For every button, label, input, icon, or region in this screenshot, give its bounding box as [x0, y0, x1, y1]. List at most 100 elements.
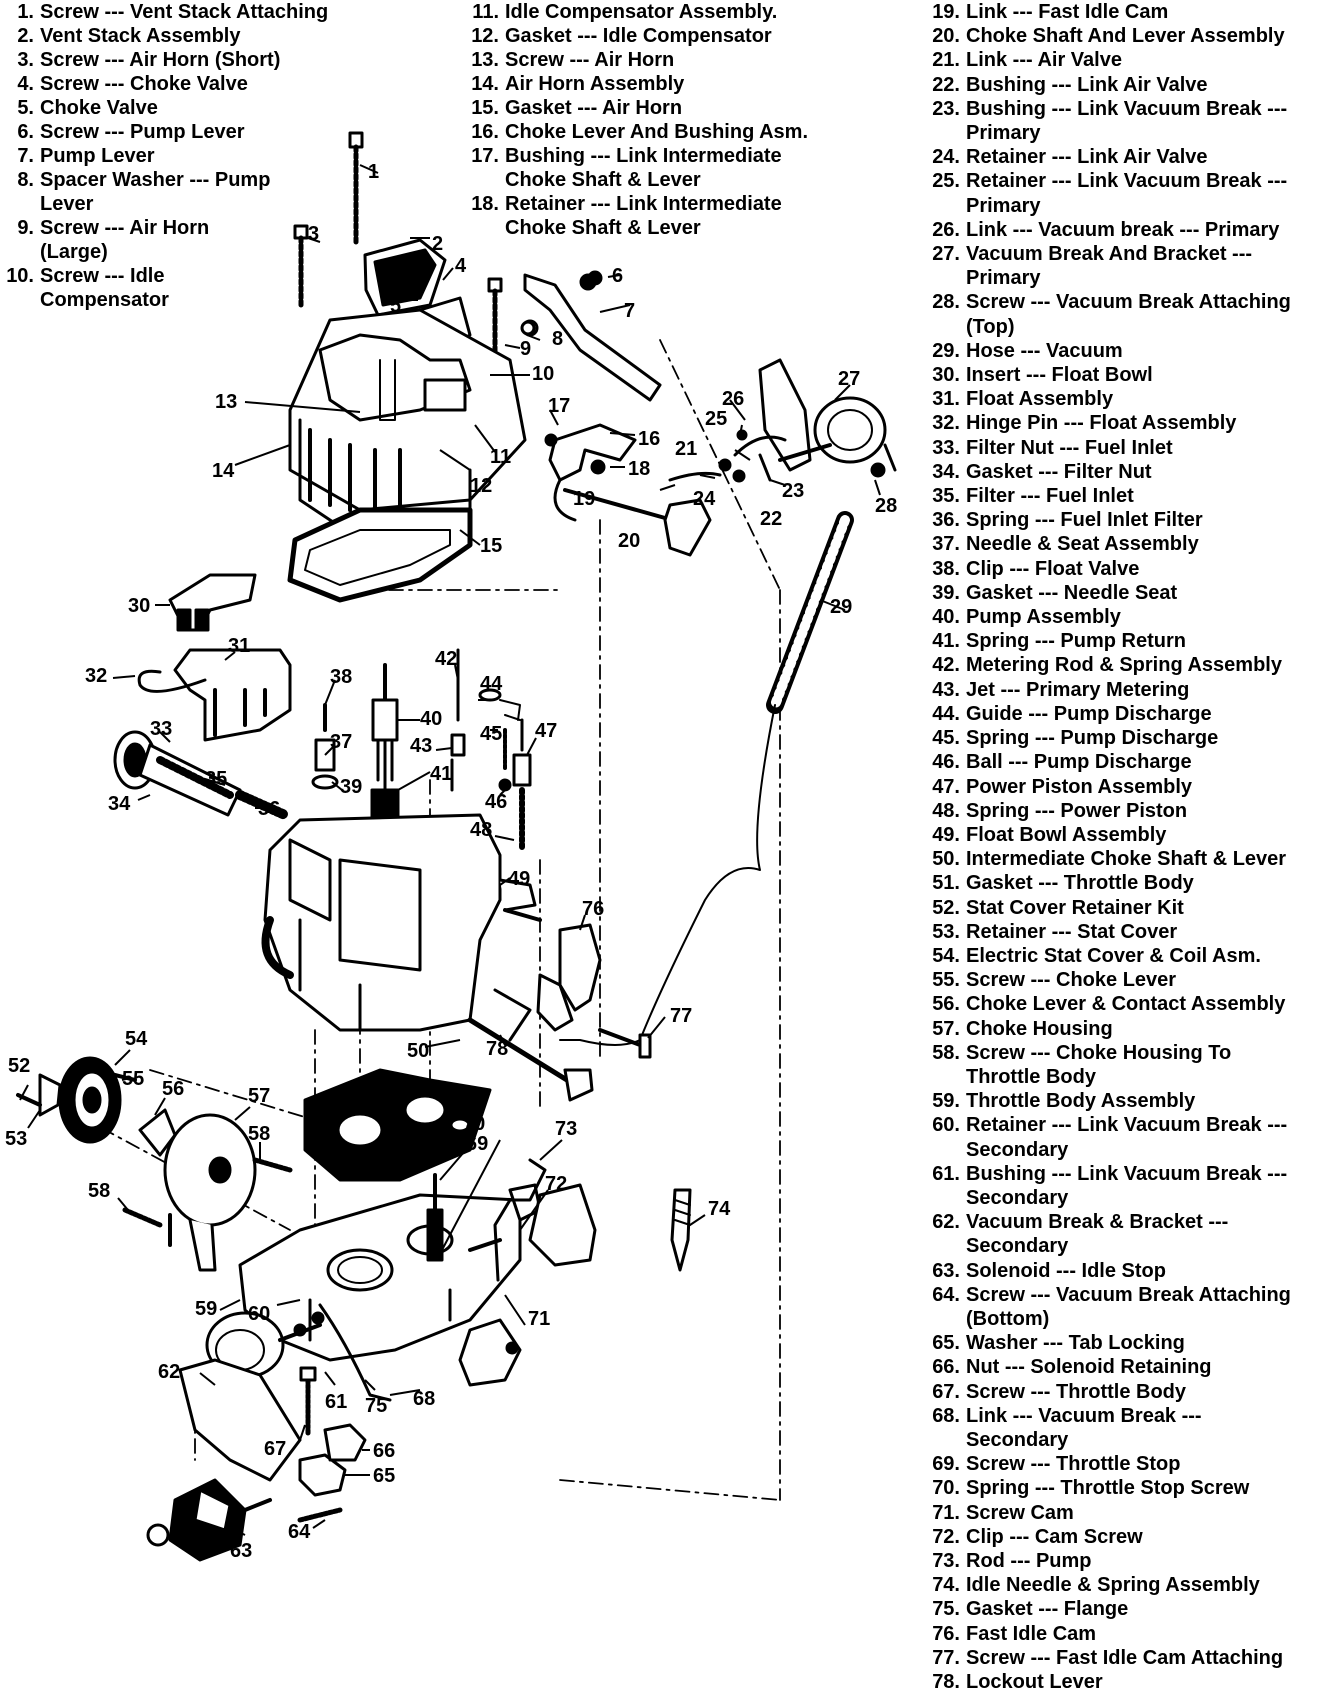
legend-item-number: 23.: [932, 97, 960, 120]
callout-25: 25: [705, 408, 727, 430]
legend-item-number: 76.: [932, 1622, 960, 1645]
legend-item-continuation: (Top): [920, 315, 1291, 339]
legend-item: 15.Gasket --- Air Horn: [455, 96, 808, 120]
throttle-lever: [458, 1318, 522, 1387]
legend-item: 3.Screw --- Air Horn (Short): [0, 48, 328, 72]
legend-item: 34.Gasket --- Filter Nut: [920, 460, 1291, 484]
callout-33: 33: [150, 718, 172, 740]
callout-4: 4: [455, 255, 467, 277]
throttle-stop-screw: [426, 1173, 444, 1262]
callout-24: 24: [693, 488, 716, 510]
power-piston: [512, 718, 532, 853]
legend-item-text: Link --- Air Valve: [966, 49, 1122, 72]
electric-stat-cover: [16, 1056, 122, 1144]
callout-61: 61: [325, 1391, 347, 1413]
legend-item: 46.Ball --- Pump Discharge: [920, 750, 1291, 774]
legend-item-number: 42.: [932, 654, 960, 677]
legend-item-number: 18.: [471, 193, 499, 215]
legend-item-continuation: Lever: [0, 192, 328, 216]
legend-item-number: 9.: [17, 217, 34, 239]
legend-item-text: Screw --- Air Horn: [505, 49, 675, 71]
legend-item-text: Gasket --- Idle Compensator: [505, 25, 772, 47]
legend-item-text: Rod --- Pump: [966, 1550, 1092, 1572]
callout-60: 60: [248, 1303, 270, 1325]
legend-item-text: Screw --- Choke Valve: [40, 73, 248, 95]
legend-item: 53.Retainer --- Stat Cover: [920, 920, 1291, 944]
legend-item-text: Power Piston Assembly: [966, 775, 1192, 798]
callout-29: 29: [830, 596, 852, 618]
legend-item: 7.Pump Lever: [0, 144, 328, 168]
legend-item: 9. Screw --- Air Horn: [0, 216, 328, 240]
legend-item: 48.Spring --- Power Piston: [920, 799, 1291, 823]
callout-27: 27: [838, 368, 860, 390]
callout-55: 55: [122, 1068, 144, 1090]
callout-42: 42: [435, 648, 457, 670]
legend-item-continuation: Primary: [920, 266, 1291, 290]
legend-item: 2.Vent Stack Assembly: [0, 24, 328, 48]
choke-lever-bushing: [548, 423, 637, 482]
legend-item-number: 11.: [472, 1, 499, 23]
legend-item: 59.Throttle Body Assembly: [920, 1089, 1291, 1113]
pump-rod: [493, 1158, 547, 1282]
legend-item-text: (Large): [40, 241, 108, 263]
legend-item: 32.Hinge Pin --- Float Assembly: [920, 411, 1291, 435]
legend-item-continuation: Compensator: [0, 288, 328, 312]
air-valve-link: [668, 471, 722, 482]
legend-item-text: Retainer --- Link Vacuum Break ---: [966, 1114, 1288, 1137]
legend-item: 71.Screw Cam: [920, 1501, 1291, 1525]
legend-item: 56.Choke Lever & Contact Assembly: [920, 992, 1291, 1016]
legend-item-text: Spring --- Throttle Stop Screw: [966, 1477, 1250, 1500]
legend-item: 76. Fast Idle Cam: [920, 1622, 1291, 1646]
callout-9: 9: [520, 338, 531, 360]
legend-item-text: Gasket --- Flange: [966, 1598, 1129, 1621]
callout-26: 26: [722, 388, 744, 410]
legend-item: 77.Screw --- Fast Idle Cam Attaching: [920, 1646, 1291, 1670]
pump-lever: [523, 273, 662, 402]
legend-item-text: Choke Shaft & Lever: [505, 217, 701, 239]
legend-item: 72.Clip --- Cam Screw: [920, 1525, 1291, 1549]
legend-item-text: Screw Cam: [966, 1501, 1074, 1524]
legend-item-text: Fast Idle Cam: [966, 1622, 1097, 1645]
legend-item-continuation: Secondary: [920, 1186, 1291, 1210]
legend-item: 18.Retainer --- Link Intermediate: [455, 192, 808, 216]
callout-7: 7: [624, 300, 635, 322]
legend-item-text: Screw --- Air Horn: [40, 217, 210, 239]
legend-item-number: 66.: [932, 1356, 960, 1379]
legend-item: 21.Link --- Air Valve: [920, 48, 1291, 72]
legend-item-number: 47.: [932, 775, 960, 798]
legend-item-text: Ball --- Pump Discharge: [966, 751, 1192, 774]
legend-item: 42.Metering Rod & Spring Assembly: [920, 653, 1291, 677]
callout-31: 31: [228, 635, 250, 657]
callout-10: 10: [532, 363, 554, 385]
legend-item-continuation: Secondary: [920, 1234, 1291, 1258]
legend-item-text: Choke Valve: [40, 97, 158, 119]
legend-item-text: Retainer --- Link Vacuum Break ---: [966, 170, 1288, 193]
callout-74: 74: [708, 1198, 731, 1220]
legend-item-number: 73.: [932, 1550, 960, 1572]
legend-item-text: Spring --- Pump Discharge: [966, 727, 1219, 750]
callout-63: 63: [230, 1540, 252, 1562]
legend-item-text: Spring --- Fuel Inlet Filter: [966, 509, 1203, 532]
callout-44: 44: [480, 673, 503, 695]
legend-item-number: 2.: [17, 25, 34, 47]
legend-item: 22.Bushing --- Link Air Valve: [920, 73, 1291, 97]
legend-item-text: Choke Shaft And Lever Assembly: [966, 25, 1285, 48]
legend-item-continuation: (Bottom): [920, 1307, 1291, 1331]
callout-73: 73: [555, 1118, 577, 1140]
callout-56: 56: [162, 1078, 184, 1100]
legend-item-number: 20.: [932, 25, 960, 48]
legend-item-number: 13.: [471, 49, 499, 71]
legend-item-number: 65.: [932, 1332, 960, 1355]
legend-item: 20. Choke Shaft And Lever Assembly: [920, 24, 1291, 48]
legend-item: 28.Screw --- Vacuum Break Attaching: [920, 290, 1291, 314]
legend-item-text: Float Bowl Assembly: [966, 823, 1167, 846]
legend-item: 17.Bushing --- Link Intermediate: [455, 144, 808, 168]
callout-17: 17: [548, 395, 570, 417]
legend-item-text: Idle Compensator Assembly.: [505, 1, 778, 23]
legend-item: 29.Hose --- Vacuum: [920, 339, 1291, 363]
legend-item: 69.Screw --- Throttle Stop: [920, 1452, 1291, 1476]
legend-item-number: 37.: [932, 533, 960, 556]
legend-item-number: 51.: [932, 872, 960, 895]
legend-item-number: 75.: [932, 1598, 960, 1621]
callout-45: 45: [480, 723, 502, 745]
